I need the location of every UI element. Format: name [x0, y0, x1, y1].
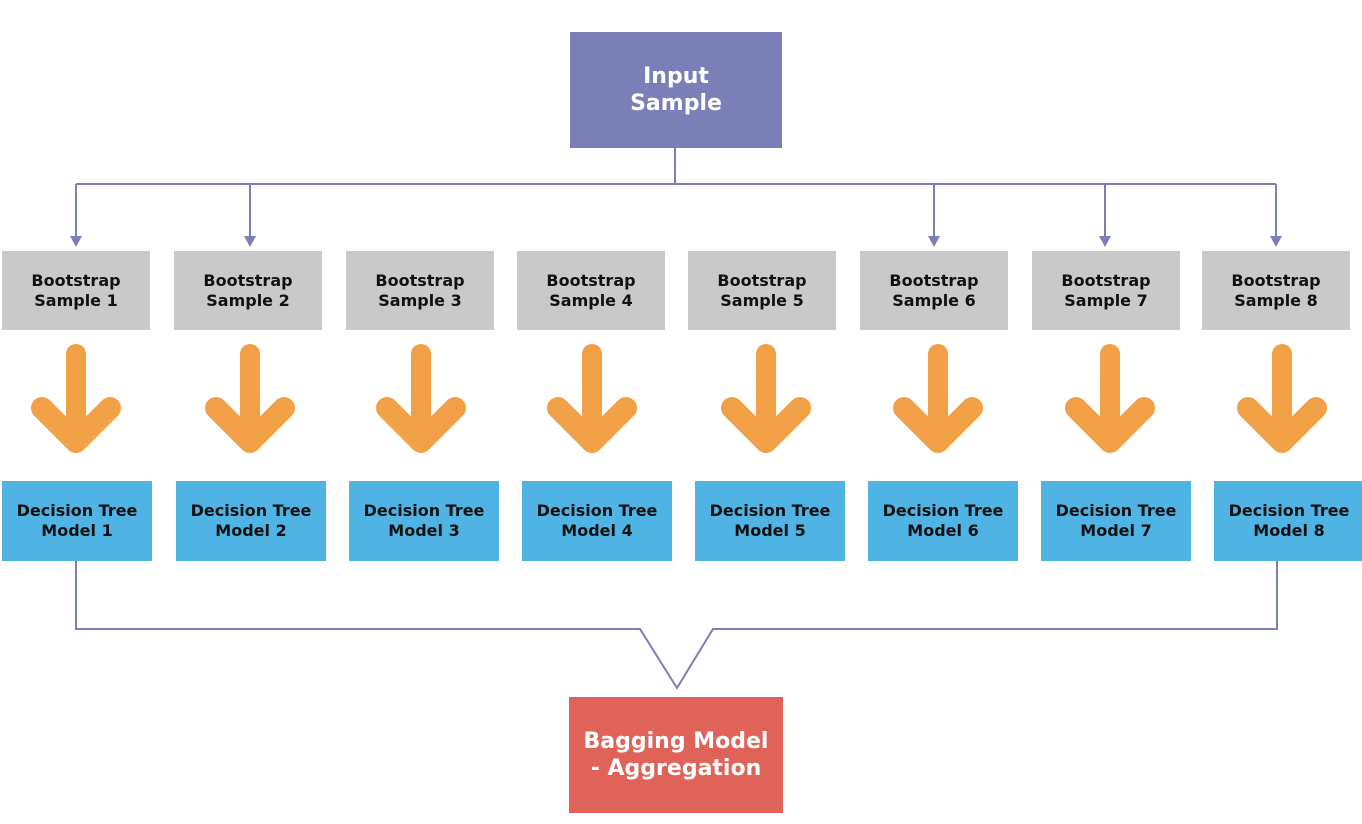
down-arrowhead-icon	[205, 397, 295, 453]
decision-tree-label-line1: Decision Tree	[190, 501, 312, 520]
decision-tree-label-line1: Decision Tree	[536, 501, 658, 520]
bootstrap-label-line1: Bootstrap	[203, 270, 293, 290]
decision-tree-label-line1: Decision Tree	[882, 501, 1004, 520]
bootstrap-label-line2: Sample 1	[34, 290, 118, 310]
input-sample-line1: Input	[643, 63, 709, 89]
bootstrap-label-line1: Bootstrap	[717, 270, 807, 290]
orange-arrows	[31, 344, 1327, 453]
bootstrap-label-line1: Bootstrap	[375, 270, 465, 290]
down-arrowhead-icon	[1237, 397, 1327, 453]
input-sample-box: Input Sample	[570, 32, 782, 148]
bagging-model-line2: - Aggregation	[590, 756, 762, 781]
decision-tree-label-line1: Decision Tree	[1055, 501, 1177, 520]
down-arrowhead-icon	[376, 397, 466, 453]
bootstrap-label-line1: Bootstrap	[31, 270, 121, 290]
decision-tree-label-line2: Model 2	[215, 521, 287, 540]
decision-tree-label-line2: Model 8	[1253, 521, 1325, 540]
arrowhead-icon	[1270, 236, 1282, 247]
bootstrap-label-line2: Sample 2	[206, 290, 290, 310]
bootstrap-label-line2: Sample 4	[549, 290, 633, 310]
decision-tree-label-line2: Model 3	[388, 521, 460, 540]
bootstrap-label-line1: Bootstrap	[546, 270, 636, 290]
down-arrowhead-icon	[31, 397, 121, 453]
decision-tree-label-line1: Decision Tree	[363, 501, 485, 520]
down-arrowhead-icon	[1065, 397, 1155, 453]
bootstrap-label-line1: Bootstrap	[1061, 270, 1151, 290]
bootstrap-label-line2: Sample 3	[378, 290, 462, 310]
down-arrowhead-icon	[721, 397, 811, 453]
bagging-model-line1: Bagging Model	[583, 728, 769, 754]
decision-tree-label-line2: Model 1	[41, 521, 113, 540]
decision-tree-label-line2: Model 4	[561, 521, 633, 540]
bootstrap-label-line2: Sample 5	[720, 290, 804, 310]
bootstrap-label-line2: Sample 7	[1064, 290, 1148, 310]
down-arrowhead-icon	[547, 397, 637, 453]
bootstrap-label-line2: Sample 6	[892, 290, 976, 310]
decision-tree-label-line2: Model 7	[1080, 521, 1152, 540]
arrowhead-icon	[1099, 236, 1111, 247]
bootstrap-label-line1: Bootstrap	[1231, 270, 1321, 290]
bagging-model-box: Bagging Model - Aggregation	[569, 697, 783, 813]
decision-tree-label-line1: Decision Tree	[709, 501, 831, 520]
aggregation-line	[75, 561, 1278, 690]
decision-tree-label-line1: Decision Tree	[16, 501, 138, 520]
arrowhead-icon	[928, 236, 940, 247]
arrowhead-icon	[244, 236, 256, 247]
input-sample-line2: Sample	[630, 91, 722, 116]
arrowhead-icon	[70, 236, 82, 247]
bootstrap-label-line2: Sample 8	[1234, 290, 1318, 310]
bootstrap-label-line1: Bootstrap	[889, 270, 979, 290]
decision-tree-label-line2: Model 6	[907, 521, 979, 540]
decision-tree-label-line2: Model 5	[734, 521, 806, 540]
decision-tree-label-line1: Decision Tree	[1228, 501, 1350, 520]
branch-arrows	[70, 184, 1282, 247]
down-arrowhead-icon	[893, 397, 983, 453]
